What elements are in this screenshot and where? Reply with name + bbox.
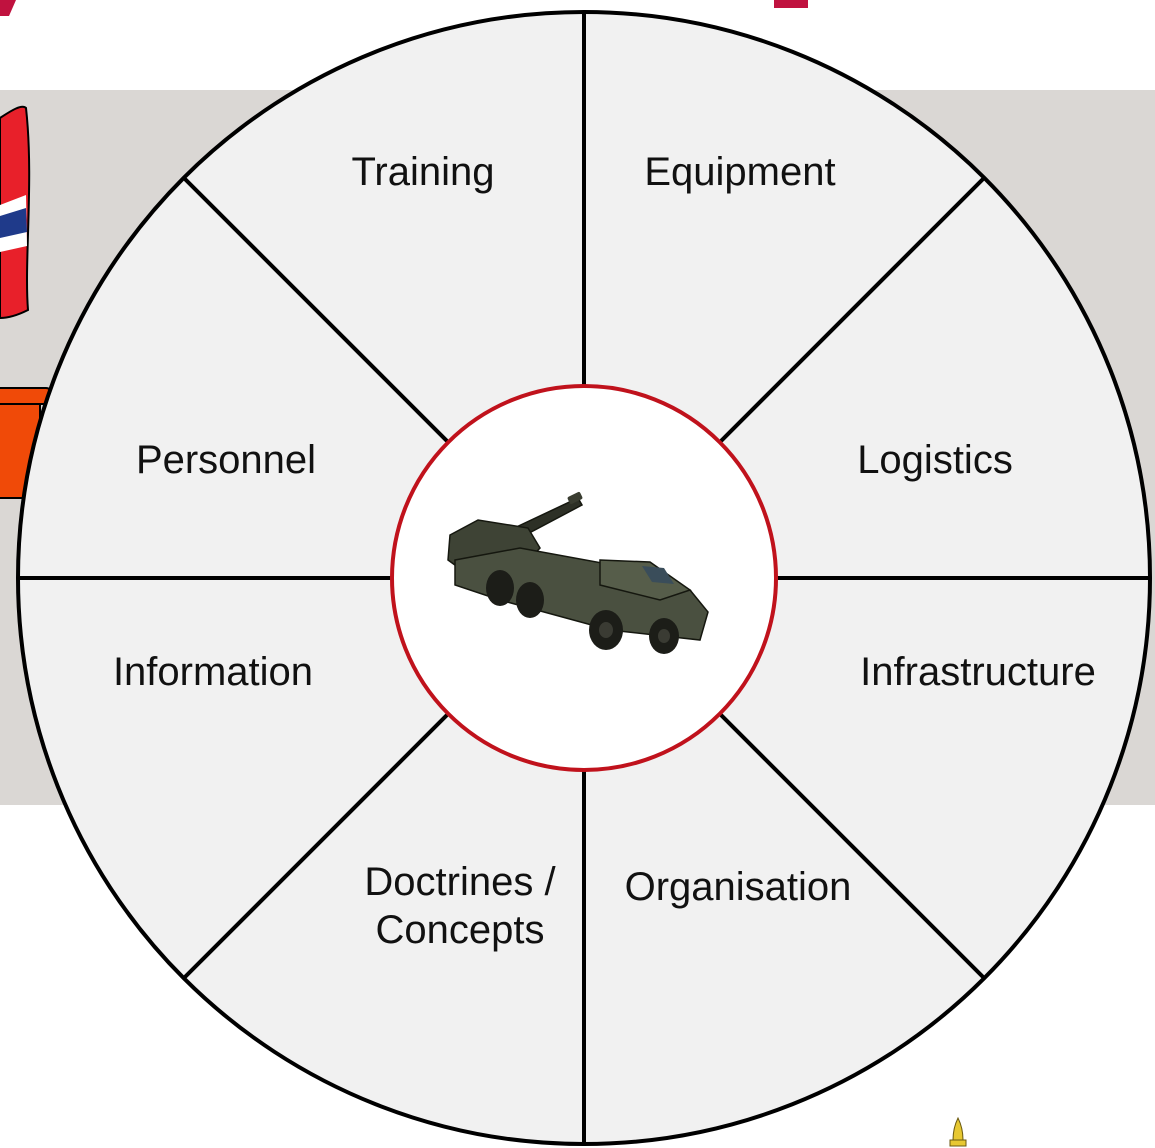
segment-label-training: Training	[351, 150, 494, 194]
wheel-spoke	[716, 176, 986, 446]
segment-label-line: Personnel	[136, 438, 316, 482]
segment-label-organisation: Organisation	[625, 865, 852, 909]
segment-label-line: Doctrines /	[364, 860, 556, 904]
wheel-outer-ring	[16, 10, 1152, 1146]
gold-emblem-icon	[949, 1116, 967, 1147]
norwegian-flag-icon	[0, 105, 31, 320]
segment-label-information: Information	[113, 650, 313, 694]
title-fragment-right	[774, 0, 808, 8]
segment-label-line: Logistics	[857, 438, 1013, 482]
segment-label-line: Information	[113, 650, 313, 694]
self-propelled-howitzer-illustration	[447, 492, 709, 654]
segment-label-logistics: Logistics	[857, 438, 1013, 482]
segment-label-line: Infrastructure	[860, 650, 1096, 694]
wheel-spoke	[182, 710, 452, 980]
title-fragment-left	[0, 0, 16, 16]
segment-label-line: Organisation	[625, 865, 852, 909]
segment-label-line: Concepts	[376, 908, 545, 952]
wheel-spoke	[716, 710, 986, 980]
wheel-spoke	[182, 176, 452, 446]
segment-label-infrastructure: Infrastructure	[860, 650, 1096, 694]
segment-label-equipment: Equipment	[644, 150, 835, 194]
segment-label-line: Training	[351, 150, 494, 194]
segment-label-line: Equipment	[644, 150, 835, 194]
segment-label-doctrines: Doctrines /Concepts	[364, 860, 556, 952]
segment-label-personnel: Personnel	[136, 438, 316, 482]
